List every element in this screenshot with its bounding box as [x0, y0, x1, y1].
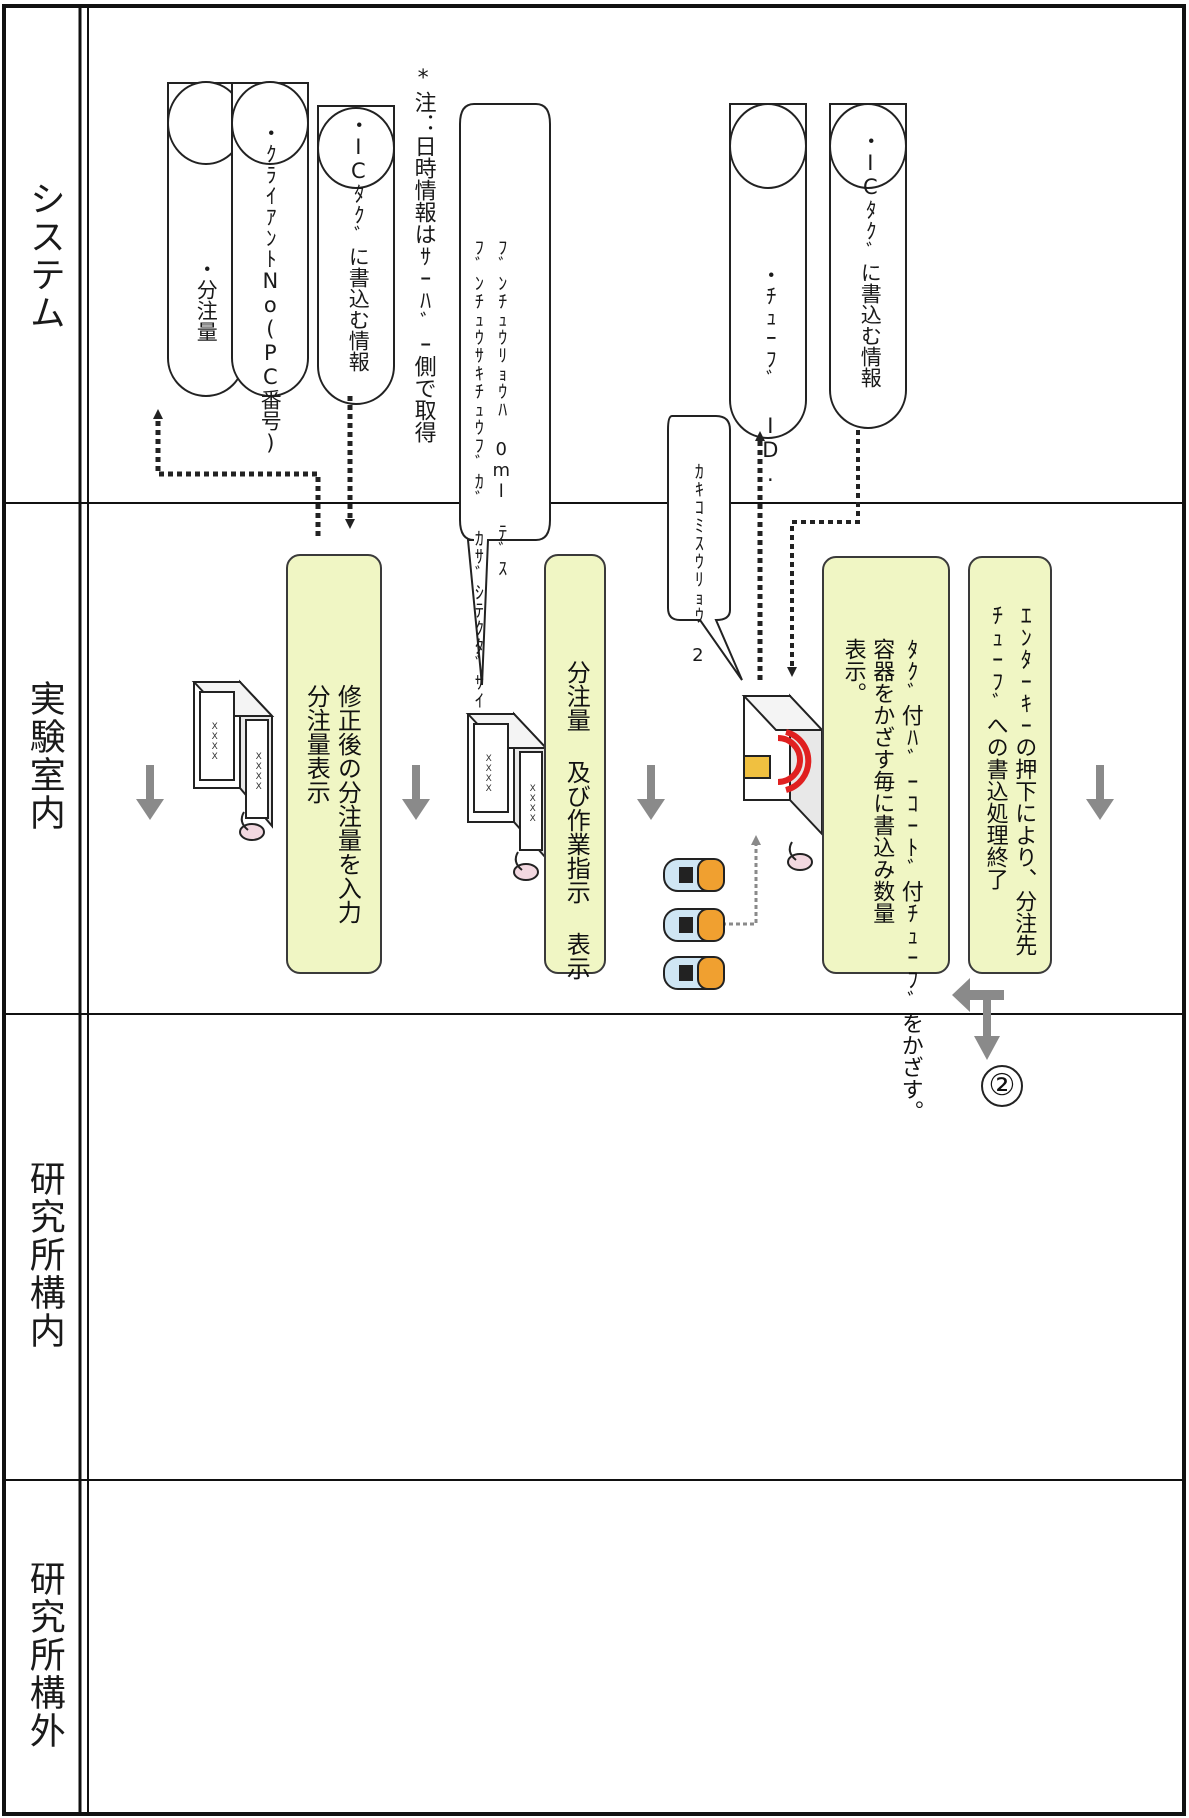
- flow-arrow: [136, 765, 164, 820]
- system-item-dispense-amount: ・分注量: [192, 258, 219, 342]
- lab-step-box-1-text: 修正後の分注量を入力 分注量表示: [300, 684, 362, 924]
- flow-arrow: [1086, 765, 1114, 820]
- laptop-screen-text: XXXX: [526, 784, 538, 824]
- system-note: *注：日時情報はｻｰﾊﾞｰ側で取得: [408, 66, 437, 443]
- dotted-arrow-to-amount: [158, 414, 318, 536]
- lane-title-lab: 実験室内: [20, 680, 67, 832]
- speech-balloon-1-text: ﾌﾞﾝﾁｭｳﾘｮｳﾊ 0ml ﾃﾞｽ ﾌﾞﾝﾁｭｳｻｷﾁｭｳﾌﾞｶﾞ ｶｻﾞｼﾃ…: [466, 238, 513, 709]
- mouse-icon: [514, 852, 538, 880]
- lane-title-system: システム: [20, 180, 67, 332]
- dotted-arrow-tube-to-reader: [722, 840, 756, 924]
- flow-arrow: [637, 765, 665, 820]
- flow-arrow-down: [952, 978, 1004, 1060]
- lab-step-box-3: ﾀｸﾞ付ﾊﾞｰｺｰﾄﾞ付ﾁｭｰﾌﾞをかざす。 容器をかざす毎に書込み数量 表示。: [822, 556, 950, 974]
- lab-step-box-1: 修正後の分注量を入力 分注量表示: [286, 554, 382, 974]
- flow-arrow: [402, 765, 430, 820]
- tube-icon: [664, 909, 724, 941]
- speech-balloon-2-text: ｶｷｺﾐｽｳﾘｮｳ 2: [686, 462, 709, 666]
- rfid-reader-icon: [744, 696, 822, 834]
- lab-step-box-3-text: ﾀｸﾞ付ﾊﾞｰｺｰﾄﾞ付ﾁｭｰﾌﾞをかざす。 容器をかざす毎に書込み数量 表示。: [838, 638, 924, 1122]
- system-item-ic-tag-info: ・ICﾀｸﾞに書込む情報: [344, 114, 371, 372]
- lab-step-box-2-text: 分注量 及び作業指示 表示: [560, 660, 591, 980]
- lab-step-box-2: 分注量 及び作業指示 表示: [544, 554, 606, 974]
- system-item-tube-id: ・ﾁｭｰﾌﾞ ID.: [756, 264, 783, 486]
- lab-step-box-4-text: ｴﾝﾀｰｷｰの押下により、分注先 ﾁｭｰﾌﾞへの書込処理終了: [980, 604, 1037, 956]
- tube-icon: [664, 859, 724, 891]
- system-item-client-no: ・ｸﾗｲｱﾝﾄNo(PC番号): [256, 122, 283, 455]
- system-item-ic-tag-info-2: ・ICﾀｸﾞに書込む情報: [856, 130, 883, 388]
- tube-icon: [664, 957, 724, 989]
- laptop-screen-text: XXXX: [482, 754, 494, 794]
- lane-title-outside: 研究所構外: [20, 1560, 67, 1750]
- mouse-icon: [788, 842, 812, 870]
- lane-title-institute: 研究所構内: [20, 1160, 67, 1350]
- connector-label: ②: [985, 1066, 1019, 1106]
- lab-step-box-4: ｴﾝﾀｰｷｰの押下により、分注先 ﾁｭｰﾌﾞへの書込処理終了: [968, 556, 1052, 974]
- laptop-screen-text: XXXX: [208, 722, 220, 762]
- laptop-screen-text: XXXX: [252, 752, 264, 792]
